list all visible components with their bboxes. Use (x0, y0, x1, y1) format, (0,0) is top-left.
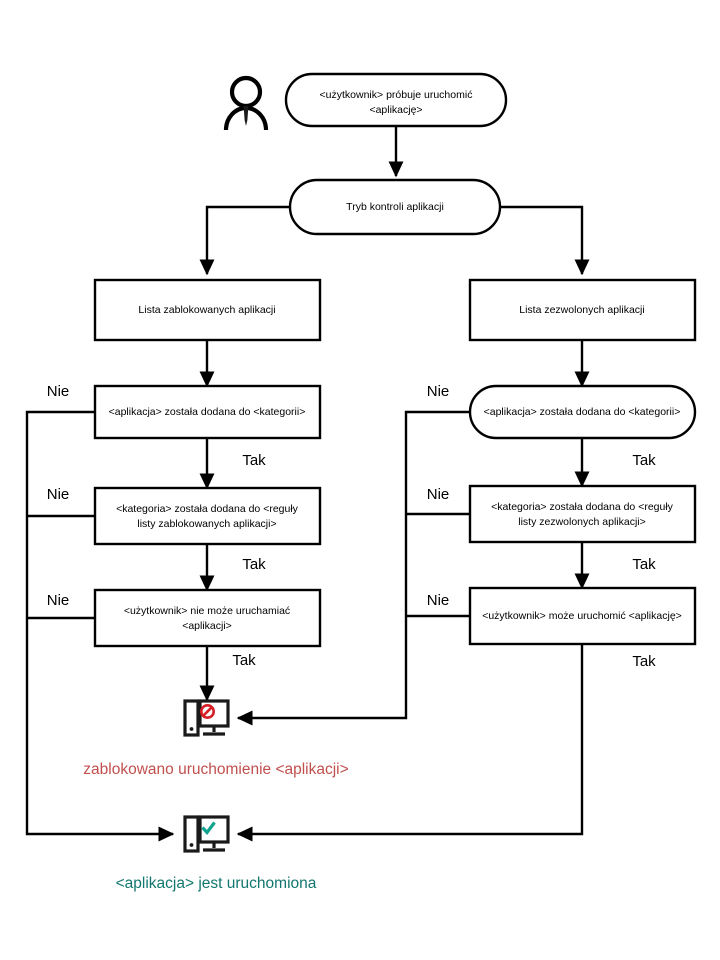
node-left-category-rule (93, 486, 322, 546)
edge-right-no-1-to-blocked (236, 410, 472, 726)
node-right-app-category-label: <aplikacja> została dodana do <kategorii… (484, 406, 681, 418)
node-right-list (468, 278, 697, 342)
node-right-list-label: Lista zezwolonych aplikacji (519, 304, 644, 316)
user-actor-icon (223, 75, 269, 131)
node-start-line2: <aplikację> (369, 104, 422, 116)
node-start (284, 72, 508, 128)
node-left-app-category-label: <aplikacja> została dodana do <kategorii… (109, 406, 306, 418)
node-left-user-rule (93, 588, 322, 648)
node-right-category-rule-line1: <kategoria> została dodana do <reguły (491, 501, 674, 513)
allowed-caption: <aplikacja> jest uruchomiona (116, 875, 317, 892)
node-left-user-rule-line2: <aplikacji> (182, 620, 232, 632)
edge-left-no-1-to-allowed (25, 410, 175, 842)
edge-label-left-yes-3: Tak (232, 652, 256, 669)
edge-label-right-no-2: Nie (427, 486, 450, 503)
node-left-user-rule-line1: <użytkownik> nie może uruchamiać (124, 605, 290, 617)
edge-label-left-no-1: Nie (47, 383, 70, 400)
edge-label-left-no-2: Nie (47, 486, 70, 503)
edge-mode-to-left-list (199, 205, 290, 276)
computer-blocked-icon (183, 699, 230, 737)
edge-label-right-no-3: Nie (427, 592, 450, 609)
edge-mode-to-right-list (500, 205, 590, 276)
node-start-line1: <użytkownik> próbuje uruchomić (320, 89, 473, 101)
node-right-category-rule (468, 484, 697, 544)
edge-label-right-yes-1: Tak (632, 452, 656, 469)
edge-label-left-yes-2: Tak (242, 556, 266, 573)
node-right-category-rule-line2: listy zezwolonych aplikacji> (518, 516, 646, 528)
edge-label-left-no-3: Nie (47, 592, 70, 609)
node-left-app-category (93, 384, 322, 440)
node-right-user-rule-label: <użytkownik> może uruchomić <aplikację> (482, 610, 682, 622)
computer-allowed-icon (183, 815, 230, 853)
node-left-list (93, 278, 322, 342)
edge-label-left-yes-1: Tak (242, 452, 266, 469)
edge-label-right-yes-3: Tak (632, 653, 656, 670)
node-left-list-label: Lista zablokowanych aplikacji (138, 304, 275, 316)
blocked-caption: zablokowano uruchomienie <aplikacji> (83, 761, 348, 778)
node-right-user-rule (468, 586, 697, 646)
edge-label-right-no-1: Nie (427, 383, 450, 400)
node-mode (288, 178, 502, 236)
node-mode-label: Tryb kontroli aplikacji (346, 201, 444, 213)
edge-label-right-yes-2: Tak (632, 556, 656, 573)
node-right-app-category (468, 384, 697, 440)
node-left-category-rule-line2: listy zablokowanych aplikacji> (137, 518, 276, 530)
edge-right-userrule-to-allowed (236, 644, 584, 842)
node-left-category-rule-line1: <kategoria> została dodana do <reguły (116, 503, 299, 515)
